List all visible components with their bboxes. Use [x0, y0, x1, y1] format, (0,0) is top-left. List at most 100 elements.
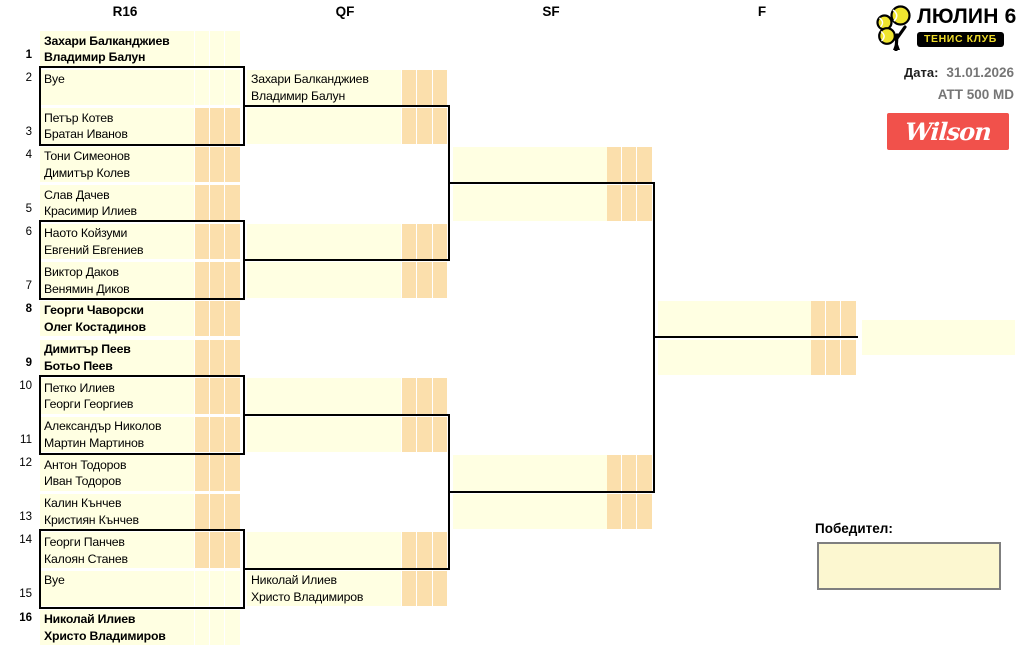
score-box	[194, 416, 209, 453]
score-boxes	[194, 262, 240, 298]
player-name: Александър Николов	[44, 419, 162, 434]
score-box	[432, 108, 448, 144]
column-header-f: F	[757, 4, 767, 19]
score-boxes	[194, 493, 240, 530]
column-header-qf: QF	[335, 4, 355, 19]
team-cell	[247, 532, 401, 568]
score-box	[432, 570, 448, 607]
player-name: Николай Илиев	[251, 573, 337, 588]
player-name: Ботьо Пеев	[44, 358, 113, 373]
score-box	[194, 69, 209, 106]
score-box	[209, 300, 225, 337]
team-cell	[247, 262, 401, 298]
player-name: Красимир Илиев	[44, 204, 137, 219]
player-name: Христо Владимиров	[44, 628, 166, 643]
player-name: Bye	[44, 573, 65, 588]
score-box	[209, 570, 225, 607]
score-boxes	[402, 378, 448, 414]
score-box	[225, 609, 240, 646]
score-box	[841, 300, 856, 337]
seed-number: 14	[19, 534, 32, 547]
score-boxes	[194, 300, 240, 337]
match-bracket	[39, 528, 245, 609]
score-boxes	[194, 223, 240, 260]
team-cell	[453, 493, 607, 530]
score-box	[194, 185, 209, 221]
seed-number: 3	[25, 125, 32, 138]
score-box	[841, 339, 856, 376]
match-bracket	[39, 65, 245, 147]
club-name: ЛЮЛИН 6	[917, 5, 1017, 28]
score-boxes	[194, 146, 240, 183]
seed-number: 2	[25, 71, 32, 84]
score-box	[402, 108, 417, 144]
score-boxes	[402, 532, 448, 568]
team-cell	[453, 455, 607, 491]
player-name: Калин Кънчев	[44, 496, 122, 511]
seed-number: 4	[25, 148, 32, 161]
score-box	[225, 223, 240, 260]
score-box	[810, 300, 825, 337]
player-name: Bye	[44, 72, 65, 87]
score-boxes	[810, 339, 856, 376]
bracket-line	[243, 105, 450, 108]
player-name: Георги Панчев	[44, 534, 125, 549]
score-box	[225, 146, 240, 183]
player-name: Братан Иванов	[44, 127, 128, 142]
score-box	[417, 416, 432, 453]
score-box	[432, 262, 448, 298]
seed-number: 9	[25, 357, 32, 370]
score-box	[225, 378, 240, 414]
score-box	[637, 455, 652, 491]
score-box	[225, 262, 240, 298]
score-box	[432, 416, 448, 453]
score-box	[621, 146, 637, 183]
bracket-line	[448, 490, 655, 493]
score-box	[209, 532, 225, 568]
score-boxes	[402, 570, 448, 607]
tournament-category: ATT 500 MD	[937, 87, 1014, 102]
score-boxes	[194, 378, 240, 414]
sponsor-logo: Wilson	[887, 113, 1009, 150]
score-box	[417, 378, 432, 414]
score-box	[194, 262, 209, 298]
club-logo: ЛЮЛИН 6 ТЕНИС КЛУБ	[876, 5, 1017, 51]
player-name: Иван Тодоров	[44, 474, 122, 489]
score-box	[432, 532, 448, 568]
score-box	[417, 532, 432, 568]
score-box	[194, 300, 209, 337]
match-bracket	[39, 220, 245, 301]
score-box	[225, 570, 240, 607]
score-box	[194, 108, 209, 144]
score-box	[194, 493, 209, 530]
column-header-r16: R16	[112, 4, 138, 19]
player-name: Мартин Мартинов	[44, 435, 144, 450]
score-box	[209, 146, 225, 183]
score-box	[194, 570, 209, 607]
score-boxes	[402, 69, 448, 106]
score-boxes	[194, 455, 240, 491]
score-boxes	[606, 493, 652, 530]
score-boxes	[194, 532, 240, 568]
seed-number: 16	[19, 611, 32, 624]
team-cell	[247, 378, 401, 414]
bracket-line	[448, 182, 655, 185]
player-name: Николай Илиев	[44, 612, 136, 627]
player-name: Захари Балканджиев	[251, 72, 369, 87]
score-boxes	[194, 185, 240, 221]
team-cell	[247, 416, 401, 453]
score-box	[209, 185, 225, 221]
score-boxes	[194, 69, 240, 106]
score-box	[209, 69, 225, 106]
score-box	[194, 146, 209, 183]
player-name: Димитър Пеев	[44, 342, 131, 357]
club-text: ЛЮЛИН 6 ТЕНИС КЛУБ	[917, 5, 1017, 47]
score-boxes	[194, 339, 240, 376]
player-name: Кристиян Кънчев	[44, 512, 139, 527]
player-name: Виктор Даков	[44, 264, 119, 279]
sponsor-name: Wilson	[904, 116, 992, 146]
